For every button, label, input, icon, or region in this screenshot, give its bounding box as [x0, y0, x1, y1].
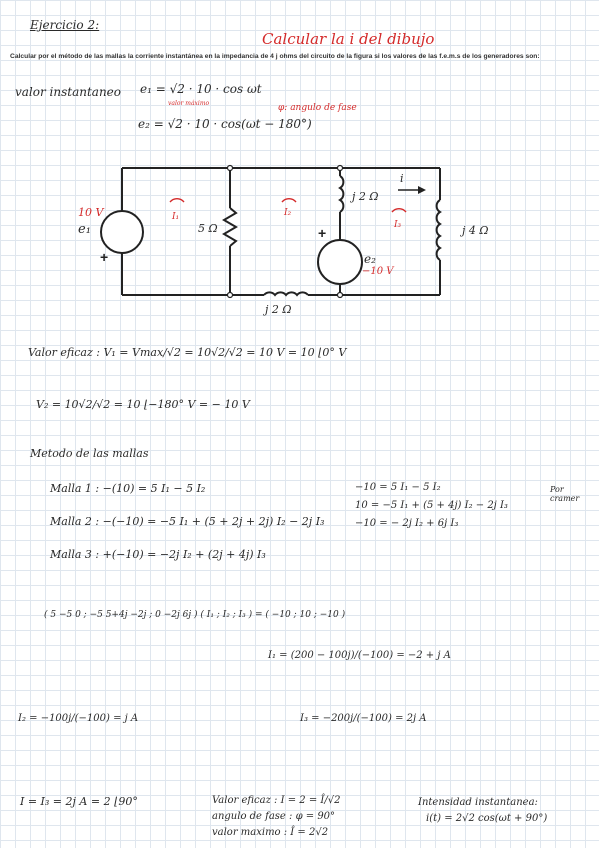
v2-equation: V₂ = 10√2/√2 = 10 ⌊−180° V = − 10 V [36, 398, 250, 411]
mesh3-equation: Malla 3 : +(−10) = −2j I₂ + (2j + 4j) I₃ [50, 548, 266, 561]
e1-value-label: 10 V [78, 206, 104, 219]
loop-i3-label: I₃ [394, 220, 402, 230]
final-max: valor maximo : Î = 2√2 [212, 827, 329, 838]
system-row-1: −10 = 5 I₁ − 5 I₂ [355, 482, 441, 493]
method-heading: Metodo de las mallas [30, 447, 149, 460]
e2-label: e₂ [364, 252, 376, 266]
j2-top-label: j 2 Ω [352, 190, 379, 203]
e2-source [317, 239, 363, 285]
e2-equation: e₂ = √2 · 10 · cos(ωt − 180°) [138, 117, 312, 131]
instant-label: valor instantaneo [15, 85, 122, 99]
loop-i1-label: I₁ [172, 212, 180, 222]
svg-text:+: + [100, 249, 108, 265]
i1-result: I₁ = (200 − 100j)/(−100) = −2 + j A [268, 650, 451, 661]
i2-result: I₂ = −100j/(−100) = j A [18, 713, 139, 724]
svg-text:+: + [318, 225, 326, 241]
phase-note: φ: angulo de fase [278, 103, 357, 113]
j4-inductor [435, 199, 442, 261]
final-instant-equation: i(t) = 2√2 cos(ωt + 90°) [426, 813, 548, 824]
final-current: I = I₃ = 2j A = 2 ⌊90° [20, 795, 138, 808]
goal-text: Calcular la i del dibujo [262, 30, 435, 48]
resistor-5-label: 5 Ω [198, 222, 218, 235]
max-value-note: valor máximo [168, 100, 210, 107]
current-i-label: i [400, 172, 404, 185]
exercise-title: Ejercicio 2: [30, 18, 100, 32]
e2-value-label: −10 V [362, 266, 394, 277]
final-phase: angulo de fase : φ = 90° [212, 811, 336, 822]
j2-bottom-label: j 2 Ω [265, 303, 292, 316]
j2-top-inductor [338, 175, 345, 213]
final-eficaz: Valor eficaz : I = 2 = Î/√2 [212, 795, 341, 806]
eficaz-equation: Valor eficaz : V₁ = Vmax/√2 = 10√2/√2 = … [28, 346, 347, 359]
mesh2-equation: Malla 2 : −(−10) = −5 I₁ + (5 + 2j + 2j)… [50, 515, 325, 528]
system-row-3: −10 = − 2j I₂ + 6j I₃ [355, 518, 459, 529]
loop-i2-label: I₂ [284, 208, 292, 218]
e1-label: e₁ [78, 222, 91, 237]
e1-equation: e₁ = √2 · 10 · cos ωt [140, 82, 262, 96]
matrix-equation: ( 5 −5 0 ; −5 5+4j −2j ; 0 −2j 6j ) ( I₁… [44, 610, 346, 620]
final-instant-label: Intensidad instantanea: [418, 797, 538, 808]
problem-statement: Calcular por el método de las mallas la … [10, 53, 540, 60]
j2-bottom-inductor [263, 291, 309, 297]
system-row-2: 10 = −5 I₁ + (5 + 4j) I₂ − 2j I₃ [355, 500, 508, 511]
cramer-note: Por cramer [550, 485, 580, 503]
j4-label: j 4 Ω [462, 224, 489, 237]
i3-result: I₃ = −200j/(−100) = 2j A [300, 713, 427, 724]
mesh1-equation: Malla 1 : −(10) = 5 I₁ − 5 I₂ [50, 482, 206, 495]
e1-source [100, 210, 144, 254]
